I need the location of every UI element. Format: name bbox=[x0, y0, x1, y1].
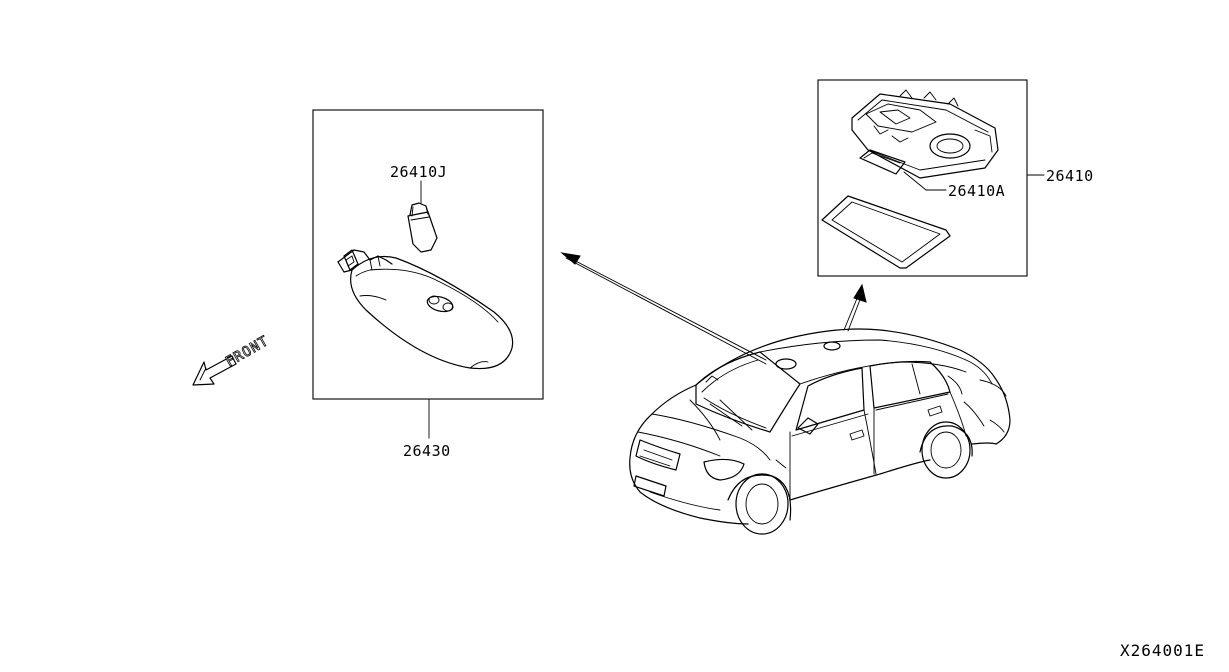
vehicle-drawing bbox=[629, 328, 1011, 535]
pointer-arrow-roof-lamp bbox=[843, 283, 867, 332]
map-lamp-housing-drawing bbox=[337, 249, 514, 370]
leader-26410A bbox=[903, 171, 927, 191]
roof-lamp-body-drawing bbox=[851, 89, 999, 179]
diagram-code: X264001E bbox=[1120, 641, 1205, 660]
bulb-drawing bbox=[407, 202, 438, 253]
roof-lamp-detail: 26410A bbox=[817, 79, 1028, 277]
roof-lamp-detail-frame bbox=[817, 79, 1028, 277]
pointer-arrow-map-lamp bbox=[560, 252, 767, 365]
part-label-26410A: 26410A bbox=[948, 182, 1005, 200]
part-label-26410: 26410 bbox=[1046, 167, 1094, 185]
front-indicator: FRONT bbox=[192, 333, 272, 386]
part-label-26410J: 26410J bbox=[390, 163, 447, 181]
front-label: FRONT bbox=[223, 333, 272, 370]
map-lamp-detail: 26410J bbox=[312, 109, 544, 400]
small-lens-drawing bbox=[859, 149, 906, 175]
roof-lens-drawing bbox=[821, 195, 951, 269]
front-arrow-icon bbox=[192, 355, 237, 386]
part-label-26430: 26430 bbox=[403, 442, 451, 460]
map-lamp-detail-frame bbox=[312, 109, 544, 400]
